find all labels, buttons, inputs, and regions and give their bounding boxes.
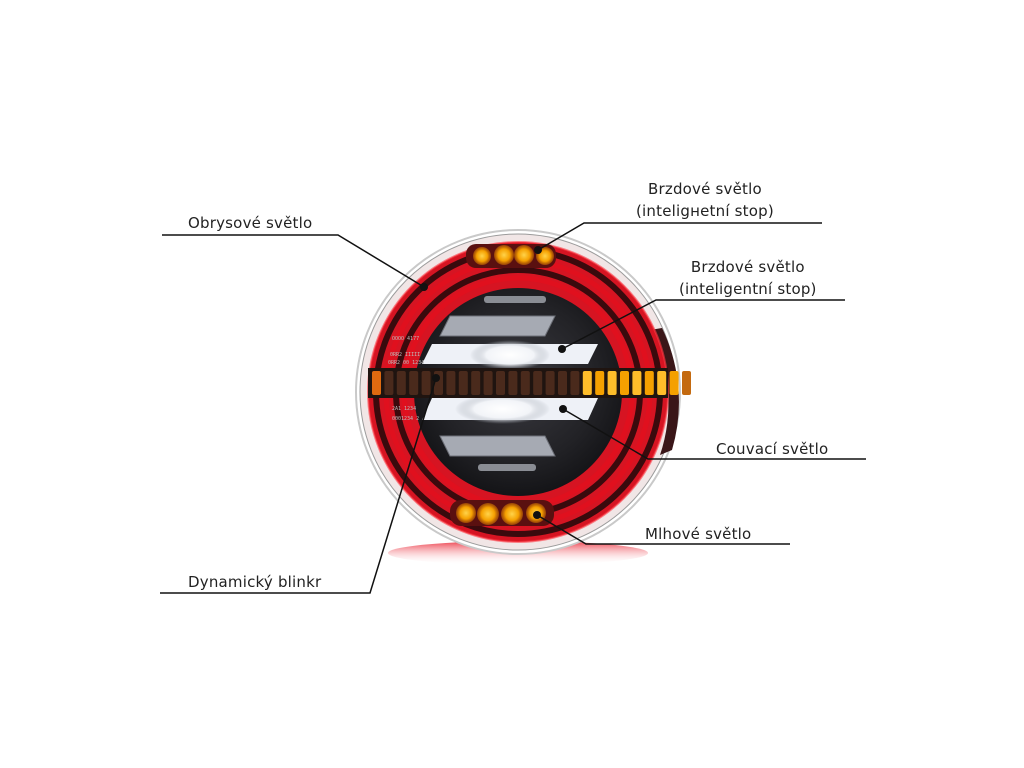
indicator-segment: [644, 371, 654, 395]
label-brzdove-svetlo-top: Brzdové světlo (inteligнetní stop): [636, 178, 774, 222]
indicator-segment: [533, 371, 543, 395]
top-brake-led-cluster: [466, 244, 556, 268]
indicator-segment: [384, 371, 394, 395]
indicator-segment: [607, 371, 617, 395]
indicator-segment: [458, 371, 468, 395]
label-brzdove-top-line2: (inteligнetní stop): [636, 202, 774, 220]
indicator-segment: [620, 371, 629, 395]
indicator-segment: [409, 371, 419, 395]
leader-lines: [160, 222, 866, 594]
label-dynamicky-blinkr: Dynamický blinkr: [188, 573, 322, 591]
leader-blinkr: [160, 377, 437, 594]
indicator-segment: [545, 371, 555, 395]
indicator-segment: [421, 371, 431, 395]
homologation-marks: OOOO 4177 0RR2 IIIII 0RR2 00 1234 2A1 12…: [388, 336, 424, 422]
indicator-segment: [471, 371, 481, 395]
label-couvaci-svetlo: Couvací světlo: [716, 440, 829, 458]
lamp-text-4: 2A1 1234: [392, 406, 416, 412]
white-light-bars: [422, 296, 598, 471]
lamp-text-1: OOOO 4177: [392, 336, 419, 342]
indicator-segment: [396, 371, 406, 395]
indicator-segment: [657, 371, 667, 395]
indicator-segment: [669, 371, 679, 395]
label-brzdove-top-line1: Brzdové světlo: [648, 180, 762, 198]
leader-brzdove-top: [537, 222, 822, 251]
leader-mlhove: [536, 514, 790, 545]
indicator-segment: [570, 371, 580, 395]
indicator-segment: [508, 371, 518, 395]
lamp-text-5: 0001234 2: [392, 416, 419, 422]
leader-couvaci: [562, 408, 866, 460]
indicator-segment: [595, 371, 605, 395]
lamp-text-2: 0RR2 IIIII: [390, 352, 420, 358]
dynamic-indicator-strip: [368, 368, 691, 398]
indicator-segment: [582, 371, 592, 395]
bottom-fog-led-cluster: [450, 500, 554, 526]
leader-brzdove-mid: [561, 299, 845, 350]
indicator-segment: [372, 371, 381, 395]
indicator-segment: [496, 371, 505, 395]
lamp-text-3: 0RR2 00 1234: [388, 360, 424, 366]
indicator-segment: [520, 371, 530, 395]
indicator-segment: [446, 371, 456, 395]
label-brzdove-mid-line2: (inteligentní stop): [679, 280, 817, 298]
label-brzdove-mid-line1: Brzdové světlo: [690, 258, 805, 276]
label-brzdove-svetlo-mid: Brzdové světlo (inteligentní stop): [679, 256, 817, 300]
label-obrysove-svetlo: Obrysové světlo: [188, 214, 313, 232]
label-mlhove-svetlo: Mlhové světlo: [645, 525, 752, 543]
indicator-segment: [632, 371, 642, 395]
indicator-segment: [558, 371, 567, 395]
indicator-segment: [483, 371, 493, 395]
leader-obrysove: [162, 234, 425, 288]
indicator-segment: [682, 371, 691, 395]
leader-dots: [420, 246, 567, 519]
